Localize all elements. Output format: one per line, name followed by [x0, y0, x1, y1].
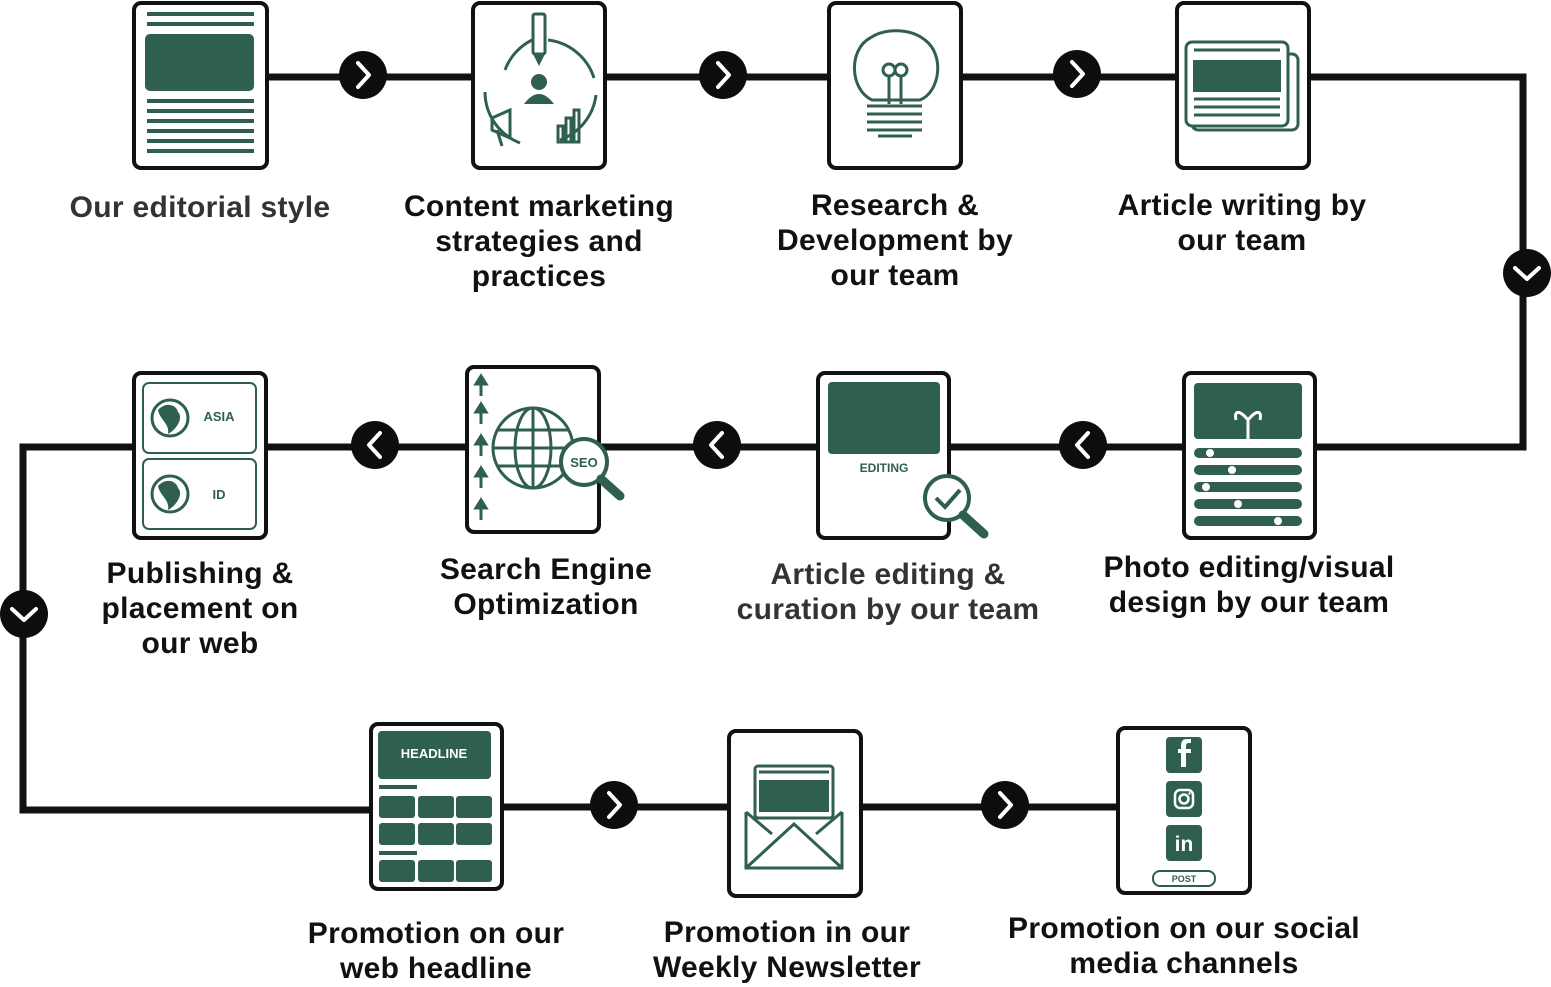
- editing-magnifier-icon: EDITING: [828, 382, 989, 539]
- social-media-icon: in POST: [1152, 737, 1216, 887]
- region-badge-asia: ASIA: [203, 409, 235, 424]
- chevron-right-icon: [590, 781, 638, 829]
- chevron-right-icon: [339, 51, 387, 99]
- connector-right-turn: [1310, 73, 1527, 451]
- newsletter-envelope-icon: [744, 764, 844, 870]
- step-label-photo-editing: Photo editing/visual design by our team: [1103, 551, 1395, 619]
- step-label-publishing: Publishing & placement on our web: [101, 557, 299, 660]
- seo-globe-icon: SEO: [473, 373, 625, 520]
- step-label-research: Research & Development by our team: [777, 189, 1013, 292]
- content-strategy-cycle-icon: [483, 12, 598, 147]
- newspaper-layout-icon: [145, 12, 254, 153]
- step-label-web-headline: Promotion on our web headline: [307, 917, 565, 985]
- chevron-down-icon: [0, 590, 48, 638]
- step-label-newsletter: Promotion in our Weekly Newsletter: [652, 916, 921, 984]
- instagram-icon: [1166, 781, 1202, 817]
- chevron-right-icon: [981, 781, 1029, 829]
- article-document-icon: [1184, 40, 1300, 132]
- card-research: [827, 1, 963, 170]
- publishing-regions-icon: ASIA ID: [142, 382, 257, 530]
- region-badge-id: ID: [213, 487, 226, 502]
- step-label-content-marketing: Content marketing strategies and practic…: [403, 190, 675, 293]
- post-badge: POST: [1172, 874, 1197, 884]
- chevron-left-icon: [351, 421, 399, 469]
- step-label-editorial-style: Our editorial style: [69, 191, 331, 224]
- step-label-article-editing: Article editing & curation by our team: [736, 558, 1040, 626]
- chevron-right-icon: [699, 51, 747, 99]
- chevron-down-icon: [1503, 249, 1551, 297]
- editing-badge: EDITING: [860, 461, 909, 475]
- headline-grid-icon: HEADLINE: [378, 731, 492, 882]
- lightbulb-icon: [853, 29, 940, 138]
- step-label-article-writing: Article writing by our team: [1117, 189, 1367, 257]
- linkedin-icon: [1166, 825, 1202, 861]
- chevron-right-icon: [1053, 50, 1101, 98]
- photo-editing-icon: [1194, 383, 1302, 526]
- flow-arrows: [0, 50, 1551, 829]
- chevron-left-icon: [693, 421, 741, 469]
- headline-badge: HEADLINE: [401, 746, 468, 761]
- card-publishing: [132, 371, 268, 540]
- step-label-seo: Search Engine Optimization: [439, 553, 653, 621]
- step-label-social-media: Promotion on our social media channels: [1008, 912, 1360, 980]
- chevron-left-icon: [1059, 421, 1107, 469]
- seo-badge: SEO: [570, 455, 597, 470]
- svg-text:in: in: [1175, 833, 1194, 856]
